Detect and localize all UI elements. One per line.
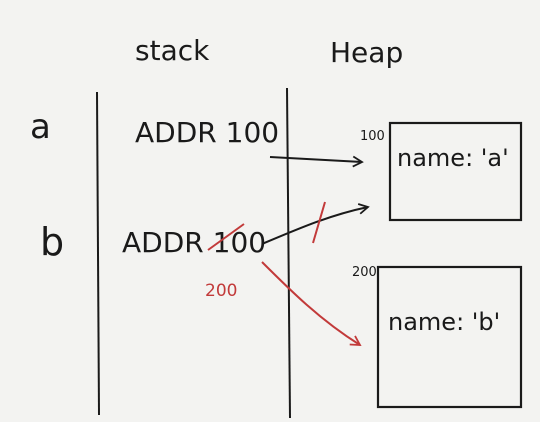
heap-header: Heap xyxy=(330,36,403,69)
heap-object-1-address: 100 xyxy=(360,129,385,144)
arrow-a-to-object-1 xyxy=(269,155,364,168)
heap-object-2-content: name: 'b' xyxy=(388,308,500,336)
heap-object-2-box xyxy=(376,265,523,409)
address-strike-mark xyxy=(207,223,245,251)
variables-divider xyxy=(96,91,100,416)
stack-heap-divider xyxy=(286,87,291,419)
heap-object-1-content: name: 'a' xyxy=(397,144,509,172)
arrow-b-to-object-2 xyxy=(261,261,362,346)
variable-b-new-address: 200 xyxy=(205,281,237,301)
heap-object-2-address: 200 xyxy=(352,265,377,280)
variable-a-name: a xyxy=(30,107,51,147)
arrow-cancel-mark xyxy=(312,201,326,244)
variable-a-value: ADDR 100 xyxy=(135,116,279,149)
stack-header: stack xyxy=(135,34,210,67)
variable-b-value: ADDR 100 xyxy=(122,226,266,259)
arrow-b-to-object-1 xyxy=(261,203,370,245)
heap-object-1-box xyxy=(388,121,523,222)
variable-b-name: b xyxy=(40,220,64,264)
